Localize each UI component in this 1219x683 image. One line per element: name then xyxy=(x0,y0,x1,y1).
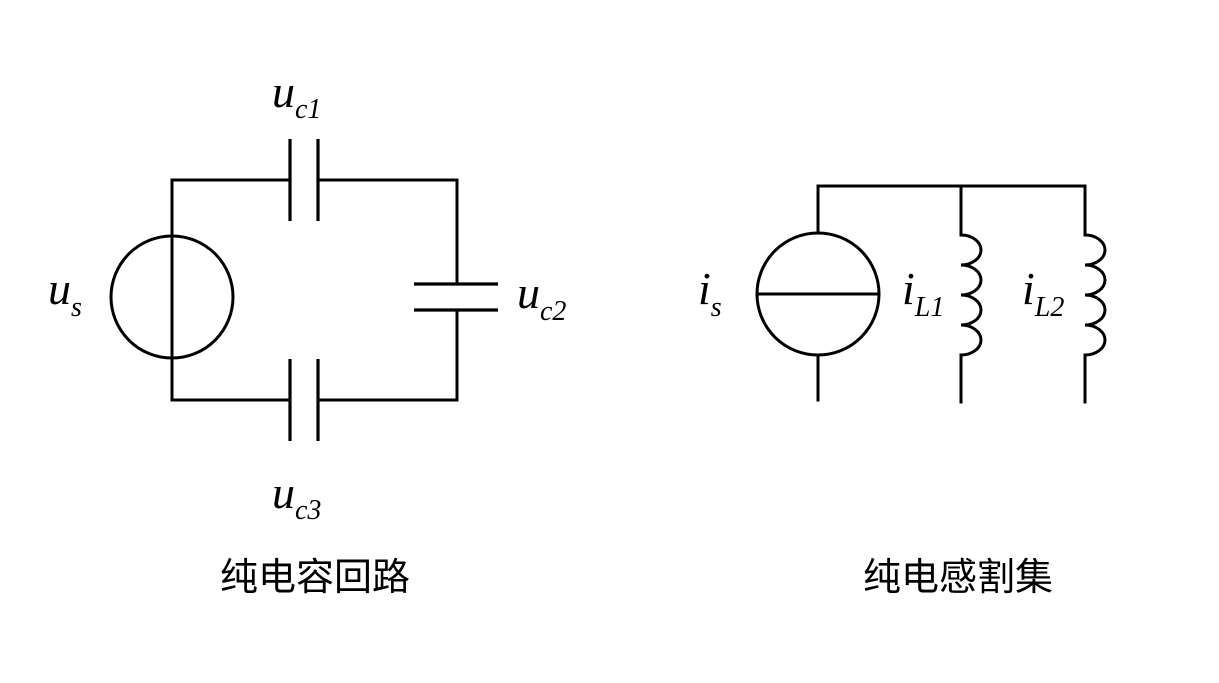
inductor-l2-symbol xyxy=(1083,233,1107,357)
label-uc3: uc3 xyxy=(272,467,321,526)
inductor-cutset-diagram: is iL1 iL2 纯电感割集 xyxy=(698,184,1107,599)
capacitor-c2-symbol xyxy=(414,282,498,312)
label-il2: iL2 xyxy=(1022,263,1064,323)
capacitor-c3-symbol xyxy=(288,359,320,441)
capacitor-c1-symbol xyxy=(288,139,320,221)
caption-inductor-cutset: 纯电感割集 xyxy=(863,555,1053,599)
label-uc1: uc1 xyxy=(272,66,321,125)
current-source-symbol xyxy=(755,231,881,357)
inductor-cutset-wires xyxy=(816,184,1087,404)
voltage-source-symbol xyxy=(109,234,235,360)
caption-capacitor-loop: 纯电容回路 xyxy=(220,555,410,599)
label-is: is xyxy=(698,263,722,323)
label-us: us xyxy=(48,263,82,323)
capacitor-loop-wires xyxy=(170,178,459,402)
label-il1: iL1 xyxy=(902,263,944,323)
capacitor-loop-diagram: us uc1 uc2 uc3 纯电容回路 xyxy=(48,66,566,599)
inductor-l1-symbol xyxy=(959,233,983,357)
label-uc2: uc2 xyxy=(517,267,566,327)
